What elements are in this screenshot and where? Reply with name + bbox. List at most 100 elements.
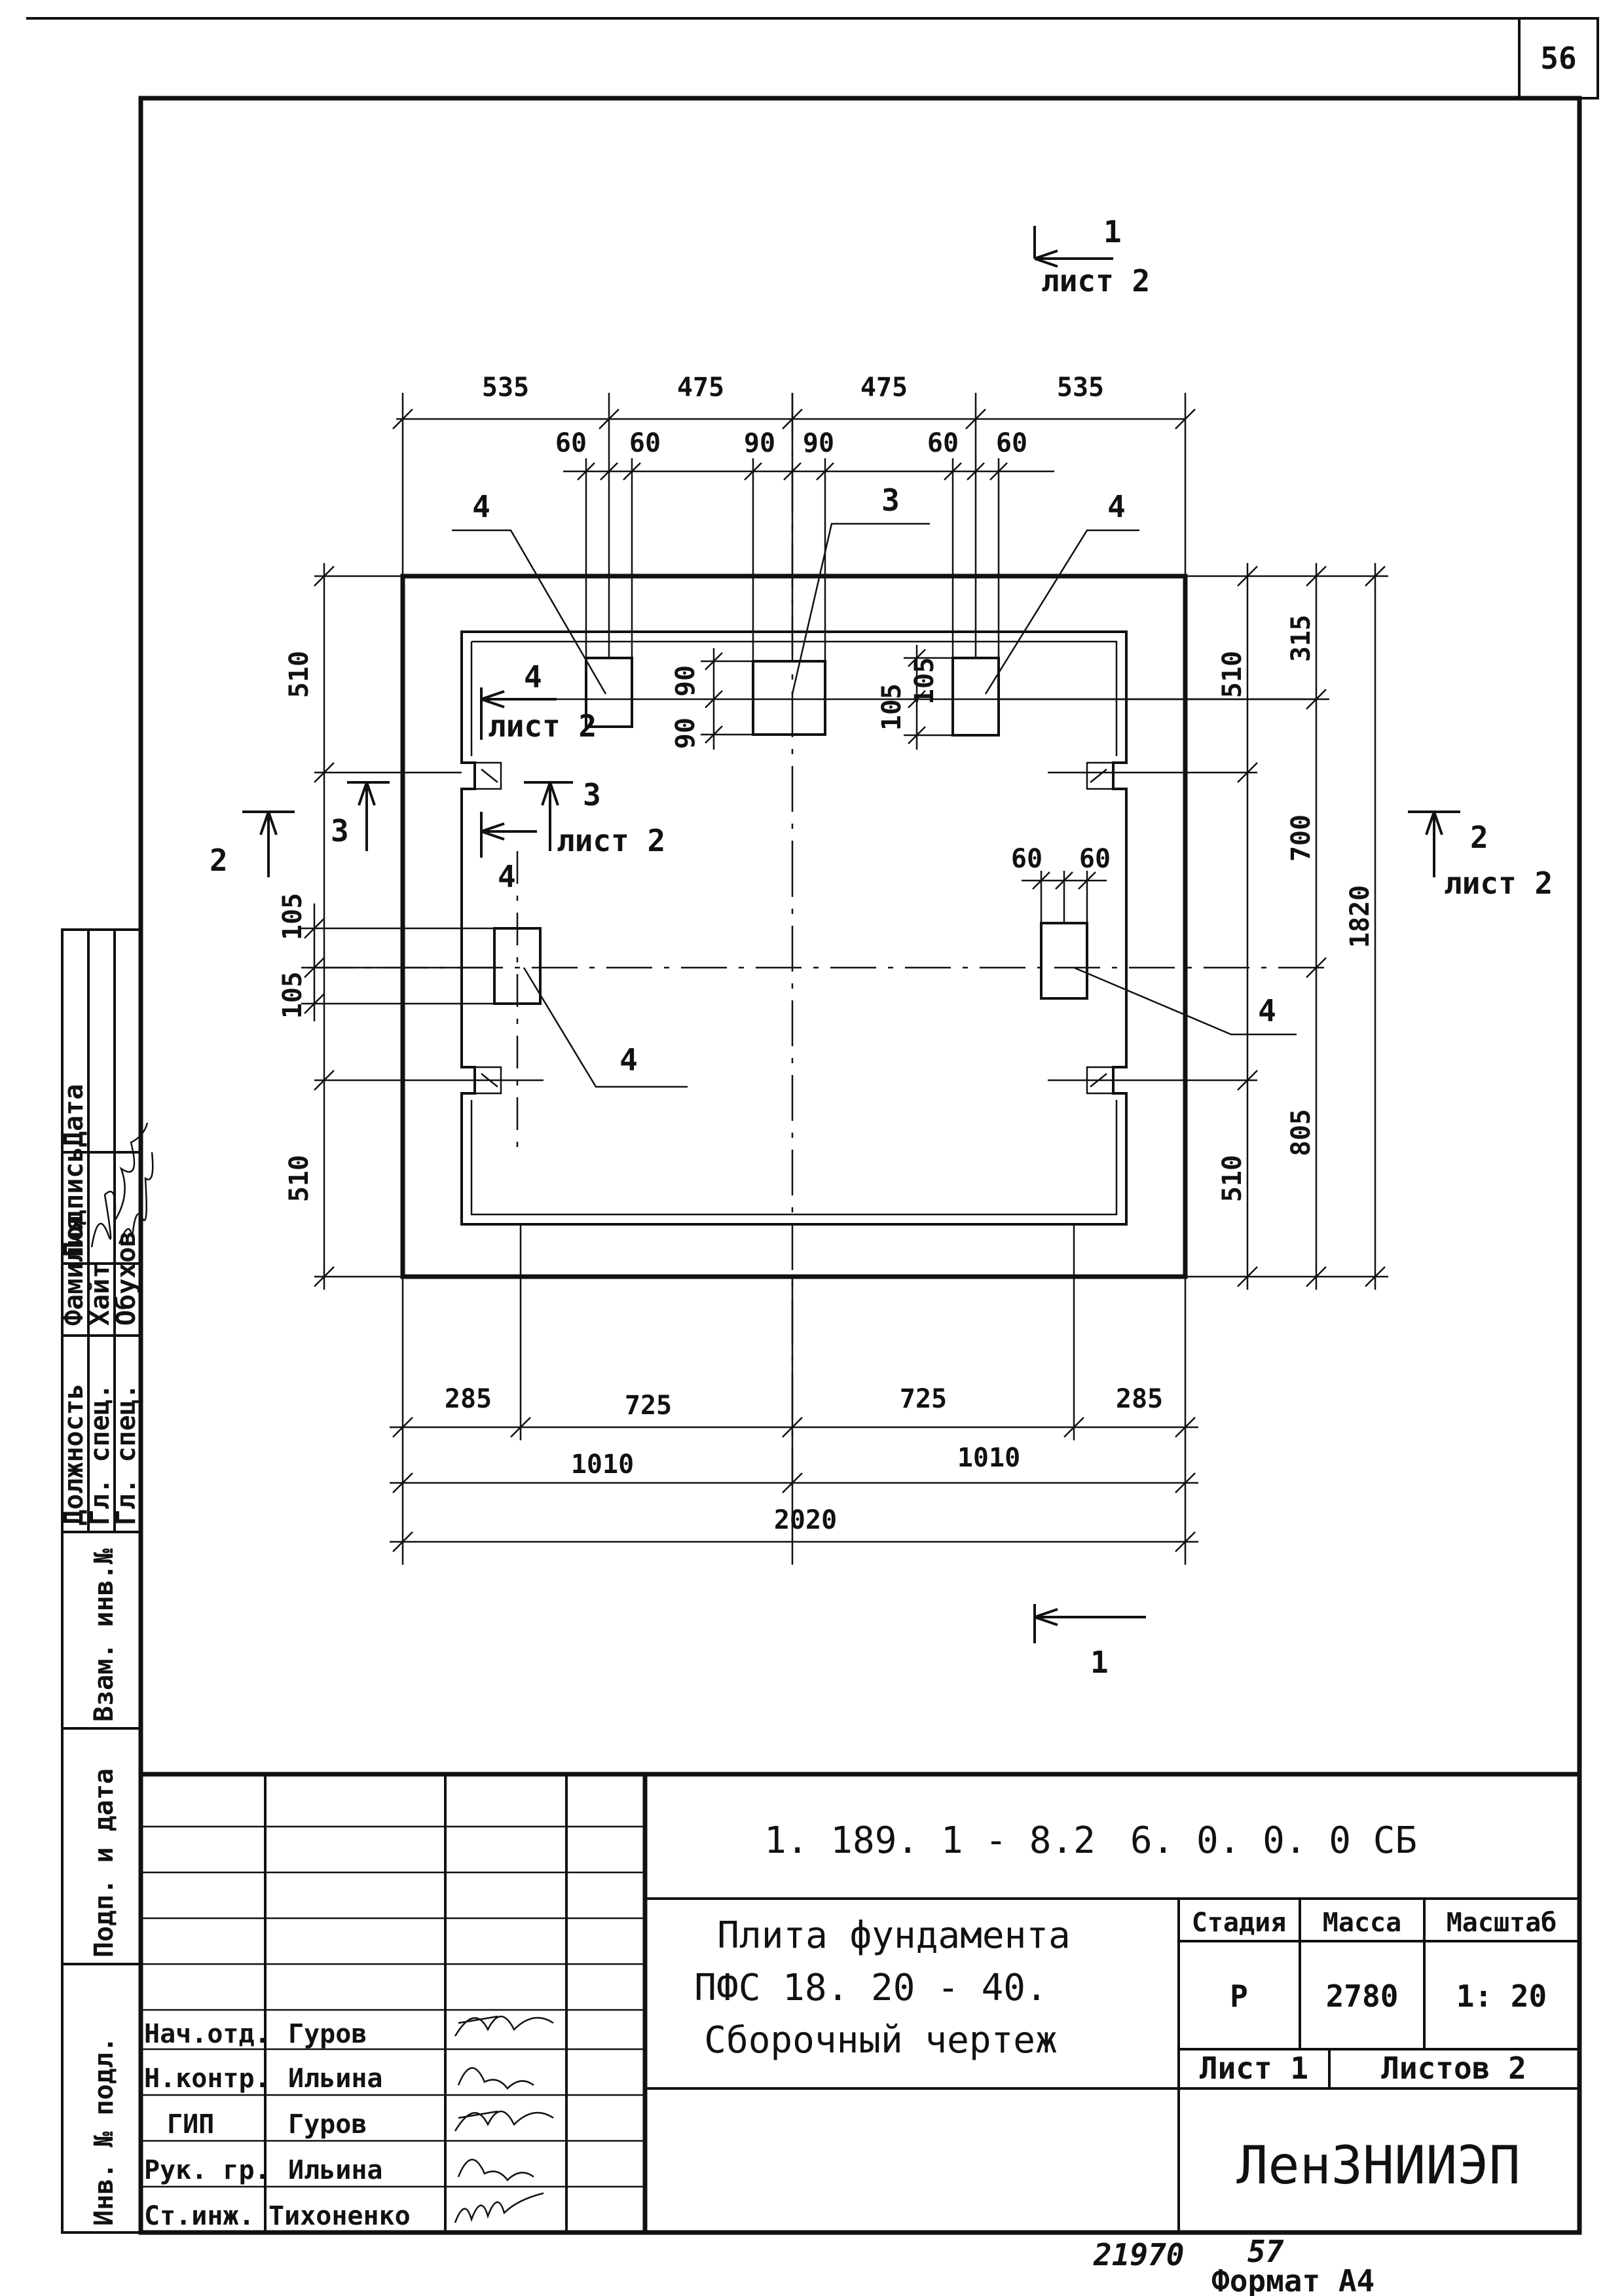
dim-bottom-285-b: 285	[1116, 1384, 1163, 1414]
section-markers: 1 лист 2 1 2 2 лист 2 3 3 лист 2 4 лист …	[210, 214, 1553, 1680]
section-1-top-sheet: лист 2	[1041, 263, 1150, 299]
insert-top-center	[752, 660, 826, 736]
dim-top-475-a: 475	[677, 373, 724, 403]
dim-top-60-a: 60	[555, 428, 587, 458]
staff-role-5: Ст.инж.	[144, 2201, 255, 2231]
stamp-header-position: Должность	[59, 1383, 89, 1525]
dim-bottom-1010-b: 1010	[957, 1443, 1020, 1473]
sheets-total: Листов 2	[1381, 2050, 1526, 2086]
dim-insert-center-90-b: 90	[671, 718, 701, 749]
stamp-header-signature: Подпись	[59, 1146, 89, 1257]
dim-insert-side-60-a: 60	[1011, 844, 1043, 874]
stamp-name-1: Хайт	[85, 1263, 115, 1326]
page-number: 56	[1540, 41, 1576, 76]
dim-left-105-b: 105	[278, 972, 308, 1019]
organization-logo: ЛенЗНИИЭП	[1236, 2135, 1520, 2196]
insert-dimensions: 90 90 105 105 60 60	[671, 645, 1111, 923]
staff-name-3: Гуров	[288, 2109, 367, 2140]
dim-insert-center-90-a: 90	[671, 665, 701, 697]
header-mass: Масса	[1323, 1908, 1401, 1938]
dim-left-510-a: 510	[284, 651, 314, 698]
staff-role-3: ГИП	[167, 2109, 214, 2140]
dim-top-60-b: 60	[629, 428, 661, 458]
callout-4-top-left: 4	[472, 489, 490, 524]
callout-4-right: 4	[1258, 993, 1276, 1029]
signature-mark	[90, 1122, 149, 1248]
dim-bottom-2020: 2020	[774, 1505, 837, 1535]
right-dimensions: 510 510 315 700 805 1820	[999, 563, 1388, 1290]
page-frame: 56	[26, 17, 1599, 2235]
dim-top-90-b: 90	[803, 428, 834, 458]
section-3-left-number: 3	[331, 813, 349, 848]
title-line-3: Сборочный чертеж	[704, 2019, 1057, 2062]
stamp-label-sign-date: Подп. и дата	[89, 1768, 119, 1958]
dim-right-315: 315	[1286, 615, 1316, 662]
value-scale: 1: 20	[1456, 1978, 1547, 2014]
staff-name-2: Ильина	[288, 2064, 383, 2094]
insert-right	[1040, 922, 1088, 1000]
slab-plan	[308, 393, 1329, 1486]
section-2-right-number: 2	[1470, 820, 1488, 855]
staff-name-5: Тихоненко	[268, 2201, 411, 2231]
title-line-1: Плита фундамента	[717, 1914, 1070, 1957]
dim-bottom-1010-a: 1010	[571, 1449, 634, 1480]
dim-right-1820: 1820	[1345, 885, 1375, 948]
signature-mark	[454, 2110, 554, 2132]
dim-insert-right-105-a: 105	[910, 657, 940, 704]
left-dimensions: 510 105 105 510	[278, 563, 544, 1290]
header-scale: Масштаб	[1447, 1908, 1557, 1938]
paper-format: Формат А4	[1211, 2263, 1375, 2296]
header-stage: Стадия	[1192, 1908, 1287, 1938]
dim-right-510-b: 510	[1217, 1155, 1247, 1202]
top-dimensions: 535 475 475 535 60 60 90 90 60 60	[392, 373, 1196, 661]
value-mass: 2780	[1326, 1978, 1399, 2014]
signature-mark	[457, 2067, 534, 2090]
section-3-right-number: 3	[583, 777, 601, 812]
signature-mark	[457, 2159, 534, 2181]
sheet-number: Лист 1	[1200, 2050, 1308, 2086]
staff-name-1: Гуров	[288, 2019, 367, 2049]
staff-role-2: Н.контр.	[144, 2064, 270, 2094]
dim-right-700: 700	[1286, 814, 1316, 862]
signature-mark	[118, 1152, 154, 1245]
title-line-2: ПФС 18. 20 - 40.	[694, 1967, 1047, 2009]
signature-mark	[454, 2192, 544, 2223]
section-2-left-number: 2	[210, 843, 228, 878]
stamp-name-2: Обухов	[111, 1231, 141, 1326]
dim-right-510-a: 510	[1217, 651, 1247, 698]
stamp-header-surname: Фамилия	[59, 1215, 89, 1326]
dim-bottom-285-a: 285	[445, 1384, 492, 1414]
section-1-top-number: 1	[1103, 214, 1122, 249]
callout-4-top-right: 4	[1107, 489, 1126, 524]
signature-mark	[454, 2015, 554, 2037]
footer-number-right: 57	[1247, 2234, 1284, 2269]
callout-3-top: 3	[881, 483, 900, 518]
dim-bottom-725-b: 725	[900, 1384, 947, 1414]
insert-top-right	[951, 657, 1000, 737]
callouts: 4 3 4 4 4	[452, 483, 1297, 1088]
bottom-dimensions: 285 725 725 285 1010 1010 2020	[390, 1224, 1198, 1565]
section-4-top-sheet: лист 2	[488, 708, 597, 744]
dim-left-510-b: 510	[284, 1155, 314, 1202]
stamp-position-2: Гл. спец.	[111, 1383, 141, 1525]
section-1-bottom-number: 1	[1090, 1645, 1109, 1680]
staff-role-1: Нач.отд.	[144, 2019, 270, 2049]
dim-bottom-725-a: 725	[625, 1391, 672, 1421]
section-3-right-sheet: лист 2	[557, 823, 665, 858]
title-block: 1. 189. 1 - 8.2 6. 0. 0. 0 СБ Плита фунд…	[141, 1772, 1579, 2232]
staff-name-4: Ильина	[288, 2155, 383, 2185]
dim-left-105-a: 105	[278, 893, 308, 940]
value-stage: Р	[1230, 1978, 1248, 2014]
staff-role-4: Рук. гр.	[144, 2155, 270, 2185]
dim-top-535-a: 535	[482, 373, 529, 403]
doc-code: 1. 189. 1 - 8.2	[764, 1819, 1096, 1862]
dim-top-60-c: 60	[927, 428, 959, 458]
dim-top-60-d: 60	[996, 428, 1027, 458]
dim-right-805: 805	[1286, 1109, 1316, 1156]
dim-top-475-b: 475	[860, 373, 908, 403]
stamp-label-replace: Взам. инв.№	[89, 1548, 119, 1722]
dim-insert-side-60-b: 60	[1079, 844, 1111, 874]
stamp-position-1: Гл. спец.	[85, 1383, 115, 1525]
section-4-top-number: 4	[524, 659, 542, 695]
